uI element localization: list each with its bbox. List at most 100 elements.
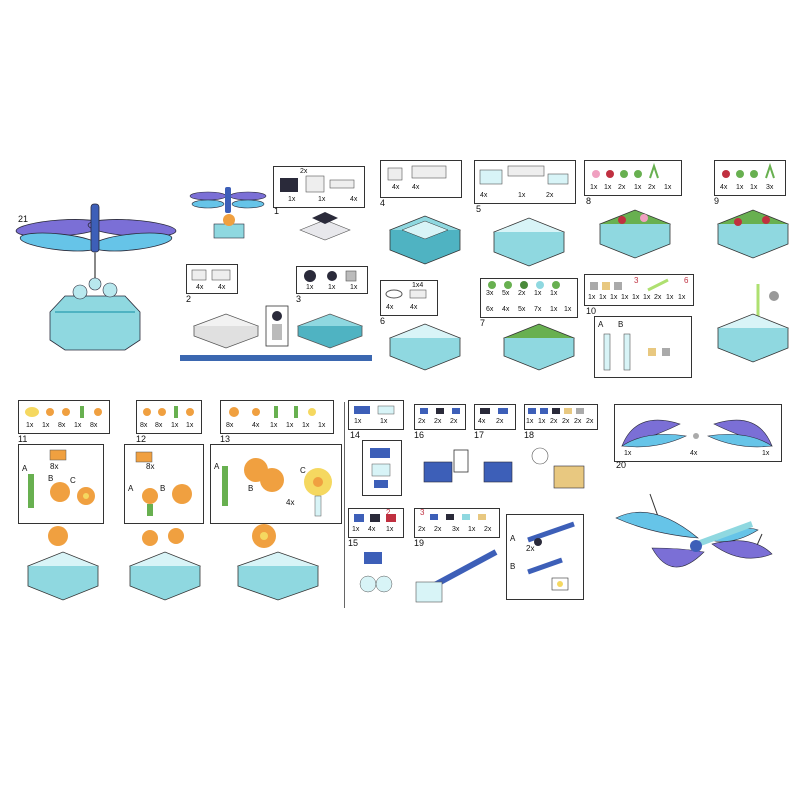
part-qty: 1x [468, 526, 476, 533]
parts-plants-icon [722, 162, 775, 179]
part-qty: 2x [518, 290, 526, 297]
callout-a: A [22, 464, 28, 473]
dragonfly-wing-attach-icon [615, 493, 773, 568]
part-qty: 1x [678, 294, 686, 301]
part-qty: 4x [480, 192, 488, 199]
part-qty: 2x [418, 418, 426, 425]
parts-bricks-icon [191, 269, 231, 281]
base-build-step7 [502, 323, 576, 371]
part-qty: 1x [624, 450, 632, 457]
part-qty: 1x [550, 290, 558, 297]
part-qty: 4x [410, 304, 418, 311]
flower-subassembly-icon [222, 458, 332, 517]
red-callout: 6 [684, 276, 689, 285]
callout-b: B [510, 562, 516, 571]
step-number: 1 [274, 206, 280, 216]
part-qty: 8x [155, 422, 163, 429]
part-qty: 1x [171, 422, 179, 429]
part-qty: 3x [486, 290, 494, 297]
part-qty: 1x [538, 418, 546, 425]
step-number: 9 [714, 196, 720, 206]
part-qty: 1x [666, 294, 674, 301]
part-qty: 2x [654, 294, 662, 301]
step-number: 20 [616, 460, 627, 470]
step-number: 18 [524, 430, 535, 440]
parts-ring-icon [385, 289, 427, 299]
step-number: 21 [18, 214, 29, 224]
part-qty: 1x [750, 184, 758, 191]
step-number: 6 [380, 316, 386, 326]
part-qty: 3x [452, 526, 460, 533]
parts-petals-icon [25, 406, 102, 418]
part-qty: 1x [306, 284, 314, 291]
base-build-step6 [388, 323, 462, 371]
part-qty: 2x [618, 184, 626, 191]
part-qty: 1x [621, 294, 629, 301]
dragonfly-body-assembly-icon [415, 549, 498, 603]
section-divider [344, 402, 345, 608]
part-qty: 1x [634, 184, 642, 191]
parts-stems-icon [590, 278, 669, 292]
step10-subassembly-box [594, 316, 692, 378]
part-qty: 3x [766, 184, 774, 191]
qty-callout: 4x [286, 498, 295, 507]
parts-box-19 [414, 508, 500, 538]
part-qty: 2x [648, 184, 656, 191]
qty-callout: 2x [526, 544, 535, 553]
base-build-step8 [598, 209, 672, 259]
flower-subassembly-icon [135, 451, 192, 516]
part-qty: 1x [186, 422, 194, 429]
part-qty: 2x [434, 526, 442, 533]
callout-b: B [48, 474, 54, 483]
wing-parts-icon [621, 419, 773, 448]
plate-assembly-icon [299, 212, 351, 241]
base-build-step5 [492, 217, 566, 267]
part-qty: 7x [534, 306, 542, 313]
part-qty: 1x [26, 422, 34, 429]
parts-orange-icon [143, 406, 194, 418]
part-qty: 1x [736, 184, 744, 191]
part-qty: 1x [318, 422, 326, 429]
callout-c: C [300, 466, 306, 475]
part-qty: 1x [550, 306, 558, 313]
stem-subassembly-icon [603, 333, 670, 371]
part-qty: 4x [690, 450, 698, 457]
parts-slopes-icon [528, 408, 584, 414]
parts-round-icon [304, 270, 357, 282]
callout-b: B [618, 320, 624, 329]
step-number: 3 [296, 294, 302, 304]
part-qty: 1x [302, 422, 310, 429]
parts-box-8 [584, 160, 682, 196]
step-number: 8 [586, 196, 592, 206]
step-number: 17 [474, 430, 485, 440]
callout-a: A [598, 320, 604, 329]
step-number: 10 [586, 306, 597, 316]
callout-b: B [248, 484, 254, 493]
parts-dark-icon [480, 408, 508, 414]
red-callout: 3 [420, 508, 425, 517]
part-qty: 1x [352, 526, 360, 533]
part-qty: 1x [350, 284, 358, 291]
step-number: 2 [186, 294, 192, 304]
part-qty: 8x [140, 422, 148, 429]
part-qty: 2x [546, 192, 554, 199]
parts-box-14 [348, 400, 404, 430]
step-number: 14 [350, 430, 361, 440]
base-build-step10 [716, 284, 790, 363]
part-qty: 1x [386, 526, 394, 533]
final-dragonfly-model [15, 203, 177, 351]
part-qty: 4x [412, 184, 420, 191]
part-qty: 4x [478, 418, 486, 425]
parts-white-bricks-icon [387, 165, 447, 181]
flower-base-step11 [26, 526, 100, 601]
qty-callout: 8x [50, 462, 59, 471]
step-number: 5 [476, 204, 482, 214]
part-qty: 5x [502, 290, 510, 297]
parts-flowers-icon [592, 162, 659, 179]
part-qty: 4x [392, 184, 400, 191]
part-qty: 2x [586, 418, 594, 425]
part-qty: 4x [350, 196, 358, 203]
callout-c: C [70, 476, 76, 485]
parts-plates-icon [280, 175, 355, 193]
part-qty: 8x [58, 422, 66, 429]
